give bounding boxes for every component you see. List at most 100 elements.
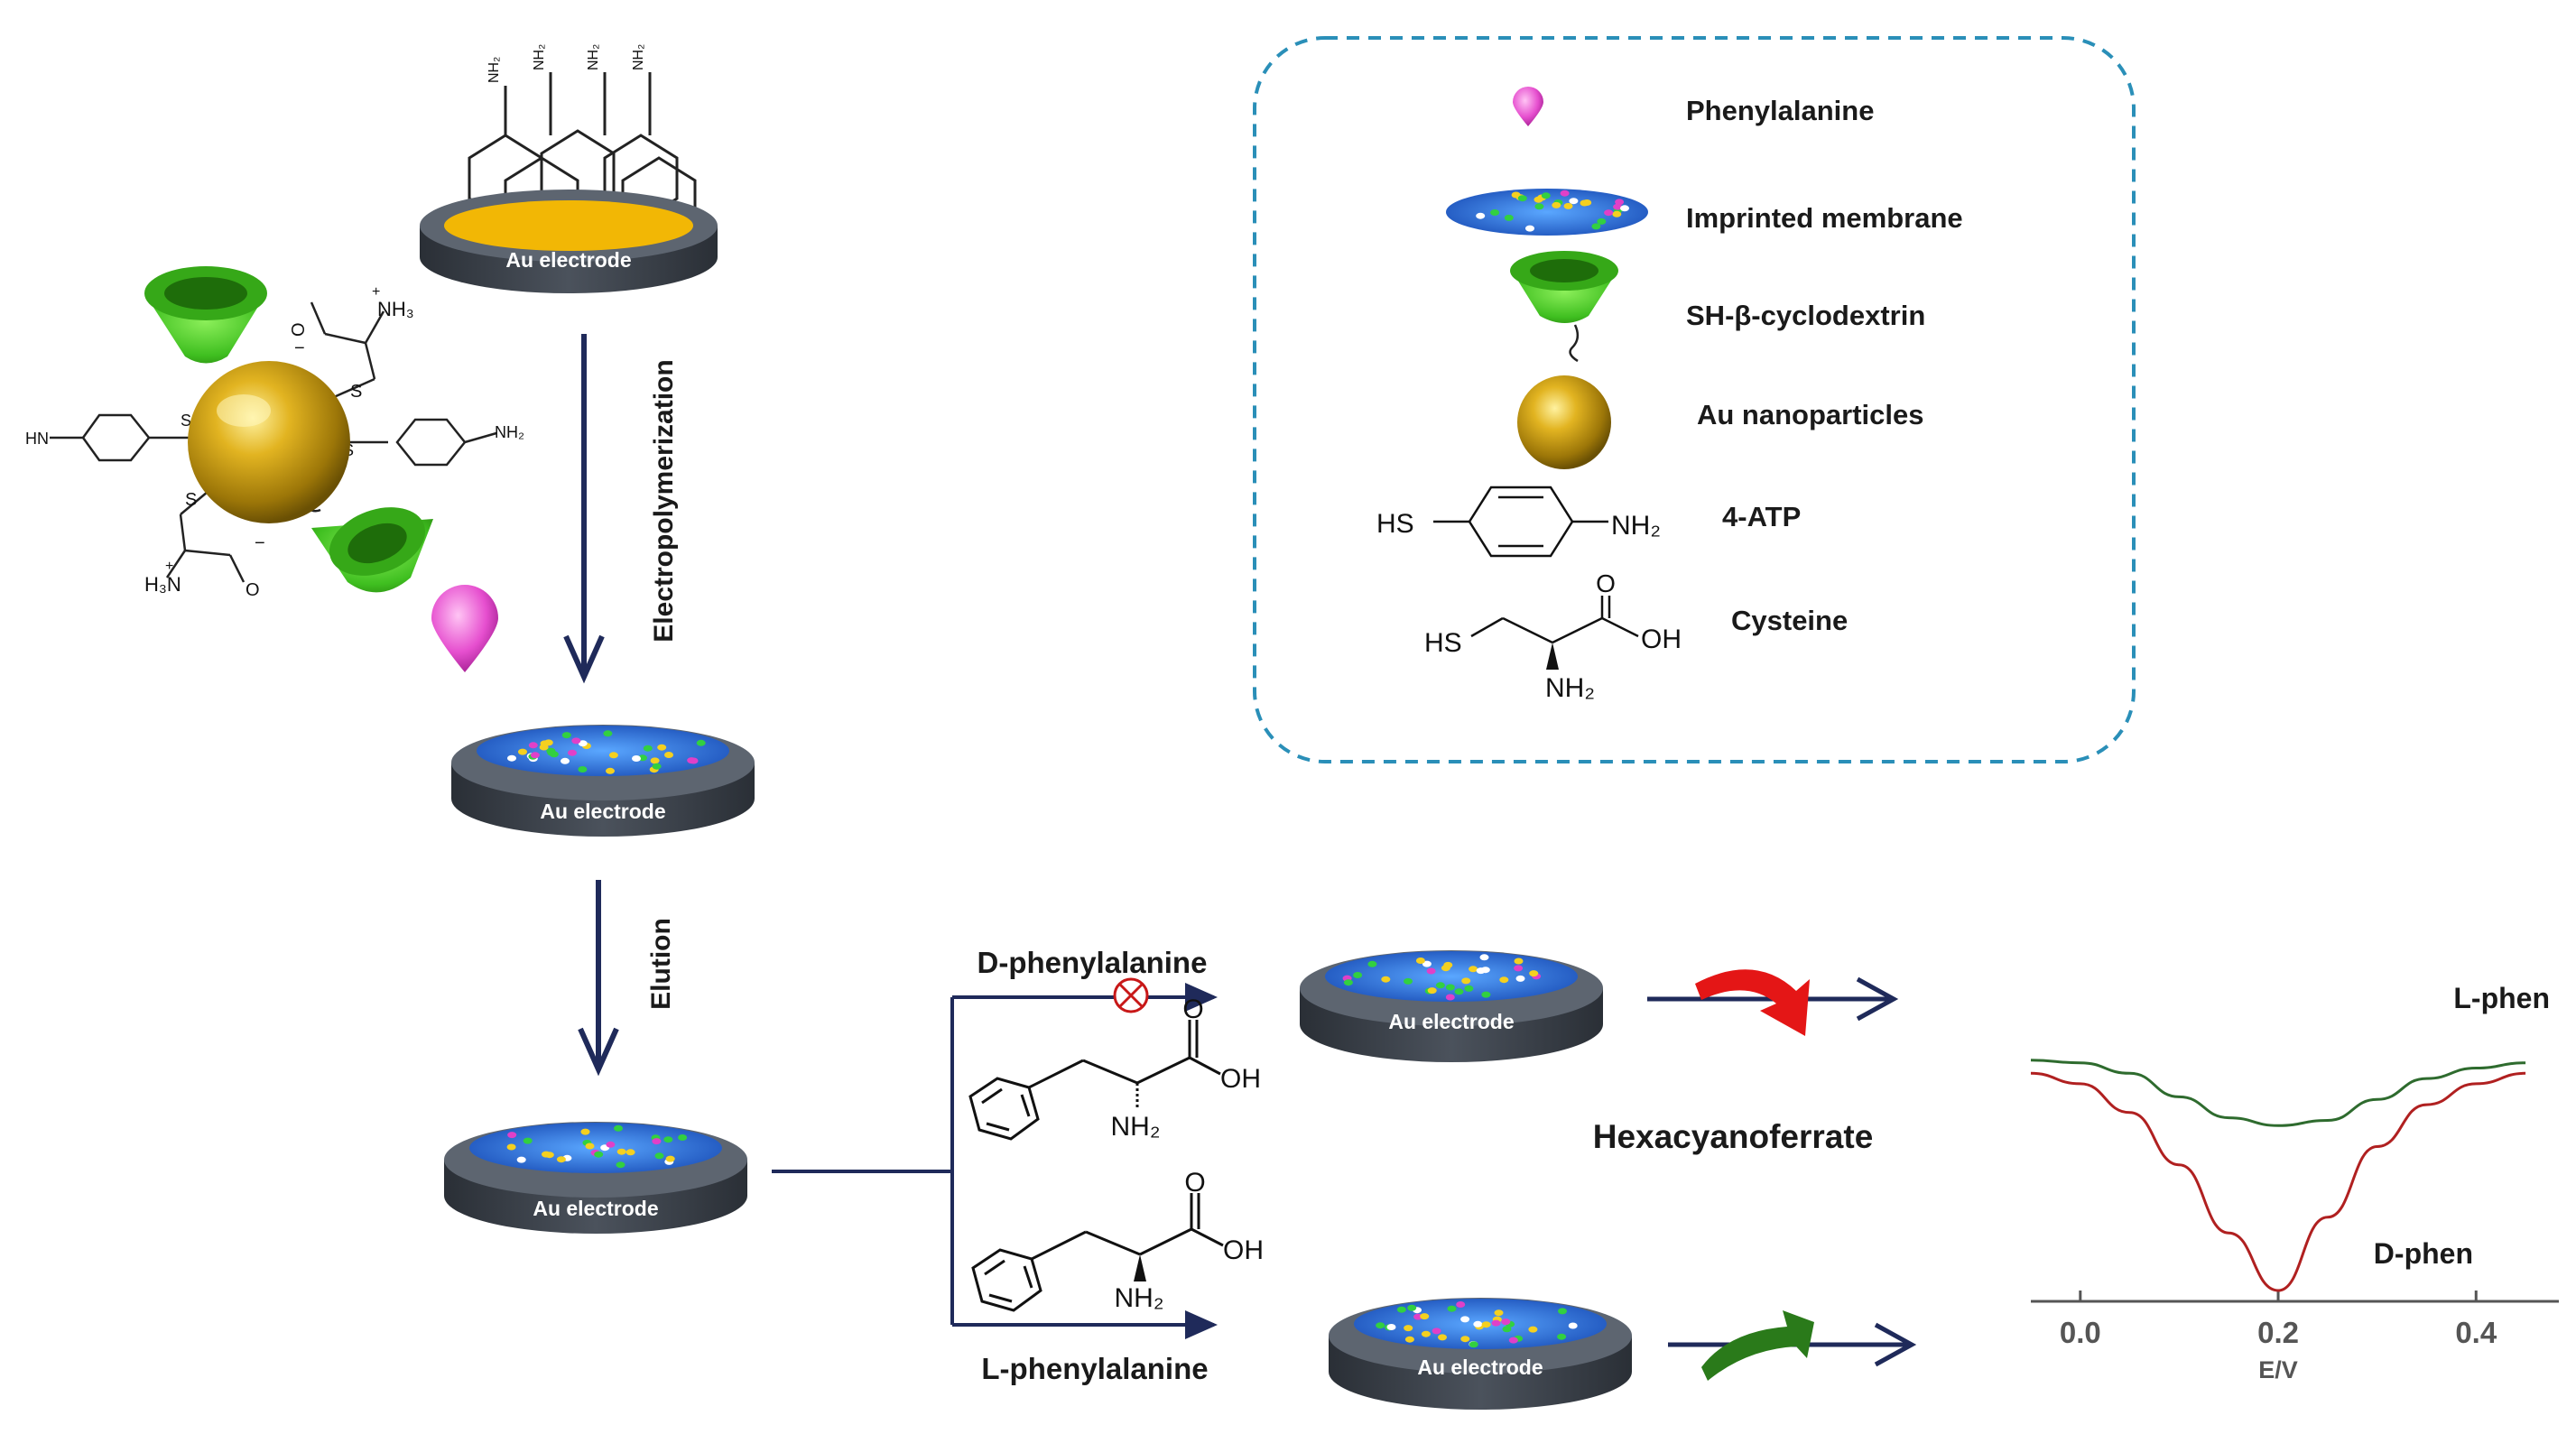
membrane-dots [507, 730, 706, 774]
legend-label-membrane: Imprinted membrane [1686, 202, 1963, 234]
membrane-particle [1476, 212, 1486, 219]
x-tick-label: 0.2 [2257, 1316, 2299, 1349]
membrane-particle [1469, 1341, 1478, 1348]
series-label-d-phen: D-phen [2374, 1237, 2473, 1270]
nanoparticle-conjugate: HN S NH₂ S S NH₃ + O − S H₃N + O − [25, 266, 524, 600]
electrode-label-3: Au electrode [533, 1197, 658, 1220]
l-phe-wedge [1134, 1254, 1146, 1281]
legend-border [1253, 36, 2136, 763]
legend-cysteine-structure [1470, 596, 1639, 644]
membrane-particle [1541, 192, 1551, 199]
l-phe-nh2: NH₂ [1115, 1283, 1164, 1313]
membrane-particle [1376, 1322, 1385, 1329]
membrane-particle [1473, 1320, 1483, 1328]
l-phe-o: O [1184, 1168, 1205, 1198]
membrane-particle [1404, 977, 1413, 985]
membrane-particle [506, 1143, 516, 1151]
membrane-particle [1407, 1304, 1417, 1311]
phenylalanine-marker [431, 585, 498, 672]
membrane-particle [616, 1148, 626, 1155]
legend: Phenylalanine Imprinted membrane SH-β-cy… [1253, 36, 2136, 763]
membrane-particle [1499, 976, 1509, 984]
polymer-nh2-2: NH₂ [532, 44, 547, 70]
np-s-top: S [350, 382, 362, 402]
membrane-particle [1469, 966, 1478, 973]
membrane-particle [578, 766, 588, 773]
membrane-particle [1381, 976, 1391, 983]
membrane-particle [614, 1124, 623, 1132]
membrane-dots [1342, 954, 1542, 1001]
membrane-particle [594, 1151, 604, 1158]
legend-cys-oh: OH [1641, 624, 1682, 654]
green-curved-arrow [1701, 1310, 1814, 1381]
cyclodextrin-cup-top [144, 266, 267, 364]
membrane-particle [689, 757, 699, 764]
series-line-l-phen [2030, 1059, 2526, 1127]
probe-label: Hexacyanoferrate [1593, 1118, 1874, 1155]
membrane-particle [1481, 1321, 1491, 1328]
d-phenylalanine-structure [968, 1020, 1221, 1141]
membrane-particle [657, 744, 667, 751]
membrane-particle [1435, 982, 1445, 989]
membrane-particle [678, 1134, 688, 1141]
branch-connector [772, 983, 1218, 1339]
membrane-particle [1445, 994, 1455, 1001]
membrane-particle [1514, 958, 1524, 965]
legend-atp-structure [1433, 486, 1608, 558]
membrane-particle [643, 745, 653, 752]
red-curved-arrow [1695, 969, 1810, 1036]
membrane-particle [654, 1152, 664, 1160]
membrane-particle [585, 1143, 595, 1150]
np-o-bottom: O [246, 580, 260, 600]
membrane-particle [1422, 960, 1432, 967]
membrane-particle [556, 1156, 566, 1163]
membrane-particle [523, 1137, 533, 1144]
np-plus-top: + [372, 284, 380, 300]
membrane-particle [1552, 201, 1561, 208]
membrane-particle [1490, 209, 1500, 216]
membrane-particle [1517, 195, 1527, 202]
membrane-particle [543, 739, 553, 746]
electrode-label-1: Au electrode [505, 248, 631, 272]
legend-phenylalanine-icon [1513, 87, 1543, 126]
x-tick-label: 0.0 [2060, 1316, 2101, 1349]
np-o-top: O [289, 322, 309, 337]
cyclodextrin-cup-bottom [311, 507, 433, 593]
electrode-bare: NH₂ NH₂ NH₂ NH₂ Au electrode [420, 44, 718, 293]
electrode-l-result: Au electrode [1329, 1298, 1632, 1410]
l-phenylalanine-structure [971, 1193, 1224, 1312]
legend-label-nanoparticles: Au nanoparticles [1697, 399, 1924, 430]
membrane-particle [539, 744, 549, 751]
membrane-particle [1558, 1308, 1567, 1315]
x-axis-label: E/V [2258, 1356, 2298, 1383]
membrane-particle [1415, 958, 1425, 964]
step-label-electropolymerization: Electropolymerization [649, 359, 679, 642]
membrane-particle [1432, 1328, 1441, 1335]
d-phe-oh: OH [1220, 1064, 1261, 1094]
membrane-particle [1508, 1337, 1518, 1344]
membrane-dots [1376, 1301, 1578, 1348]
blocked-icon [1113, 977, 1149, 1013]
legend-label-atp: 4-ATP [1722, 501, 1801, 532]
legend-label-cyclodextrin: SH-β-cyclodextrin [1686, 300, 1925, 331]
membrane-particle [561, 757, 570, 764]
membrane-particle [1353, 972, 1363, 978]
membrane-particle [547, 749, 557, 756]
membrane-particle [1480, 967, 1490, 974]
membrane-particle [1420, 1313, 1430, 1320]
membrane-particle [665, 1155, 675, 1162]
membrane-particle [1460, 1336, 1470, 1343]
x-tick-label: 0.4 [2455, 1316, 2497, 1349]
membrane-dots [1476, 190, 1629, 232]
membrane-particle [1404, 1336, 1414, 1343]
arrow-elution [578, 880, 619, 1077]
membrane-particle [1563, 202, 1573, 209]
membrane-particle [1529, 970, 1539, 977]
step-label-elution: Elution [646, 918, 676, 1010]
membrane-particle [650, 757, 660, 764]
np-minus-top: − [294, 338, 305, 358]
polymer-nh2-4: NH₂ [631, 44, 646, 70]
